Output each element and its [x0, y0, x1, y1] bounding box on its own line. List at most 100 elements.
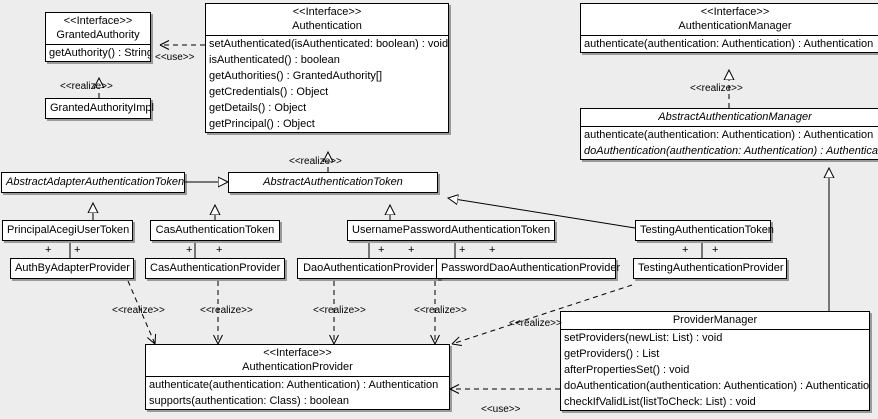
- association-marker-plus: +: [712, 244, 719, 256]
- class-name: PasswordDaoAuthenticationProvider: [441, 262, 621, 274]
- operations-compartment: setProviders(newList: List) : void getPr…: [561, 329, 869, 410]
- association-marker-plus: +: [682, 244, 689, 256]
- class-node-password-dao-authentication-provider[interactable]: PasswordDaoAuthenticationProvider: [436, 258, 621, 279]
- class-header: CasAuthenticationProvider: [146, 259, 284, 278]
- class-node-abstract-adapter-authentication-token[interactable]: AbstractAdapterAuthenticationToken: [1, 172, 185, 193]
- operation-row: authenticate(authentication: Authenticat…: [584, 129, 874, 141]
- edge-label-realize-cas: <<realize>>: [200, 305, 253, 316]
- class-header: GrantedAuthorityImpl: [46, 99, 154, 118]
- class-header: PrincipalAcegiUserToken: [3, 221, 132, 240]
- class-node-provider-manager[interactable]: ProviderManager setProviders(newList: Li…: [560, 311, 870, 411]
- class-name: AbstractAuthenticationManager: [658, 111, 812, 123]
- association-marker-plus: +: [408, 244, 415, 256]
- edge-label-realize-testing: <<realize>>: [509, 318, 562, 329]
- class-header: <<Interface>> GrantedAuthority: [46, 13, 150, 44]
- class-node-testing-authentication-provider[interactable]: TestingAuthenticationProvider: [633, 258, 787, 279]
- class-node-abstract-authentication-token[interactable]: AbstractAuthenticationToken: [228, 172, 438, 193]
- operations-compartment: authenticate(authentication: Authenticat…: [581, 126, 878, 159]
- class-header: <<Interface>> Authentication: [206, 4, 448, 35]
- stereotype-label: <<Interface>>: [63, 15, 133, 27]
- edge-label-realize-authentication: <<realize>>: [289, 156, 342, 167]
- class-node-username-password-authentication-token[interactable]: UsernamePasswordAuthenticationToken: [347, 220, 555, 241]
- association-marker-plus: +: [186, 244, 193, 256]
- operations-compartment: setAuthenticated(isAuthenticated: boolea…: [206, 35, 448, 132]
- operation-row: doAuthentication(authentication: Authent…: [564, 380, 869, 392]
- operation-row: doAuthentication(authentication: Authent…: [584, 145, 878, 157]
- operation-row: setProviders(newList: List) : void: [564, 332, 723, 344]
- operations-compartment: getAuthority() : String: [46, 44, 150, 61]
- class-node-auth-by-adapter-provider[interactable]: AuthByAdapterProvider: [10, 258, 134, 279]
- class-header: CasAuthenticationToken: [151, 221, 279, 240]
- class-header: DaoAuthenticationProvider: [298, 259, 439, 278]
- class-name: Authentication: [292, 20, 362, 32]
- stereotype-label: <<Interface>>: [700, 6, 770, 18]
- operation-row: getDetails() : Object: [209, 102, 307, 114]
- class-name: AuthenticationProvider: [242, 361, 353, 373]
- class-node-abstract-authentication-manager[interactable]: AbstractAuthenticationManager authentica…: [580, 108, 878, 160]
- class-header: PasswordDaoAuthenticationProvider: [437, 259, 621, 278]
- class-header: <<Interface>> AuthenticationManager: [581, 4, 878, 35]
- edge-label-realize-auth-by-adapter: <<realize>>: [112, 305, 165, 316]
- class-node-authentication-provider[interactable]: <<Interface>> AuthenticationProvider aut…: [145, 344, 450, 410]
- class-name: AuthByAdapterProvider: [15, 262, 130, 274]
- association-marker-plus: +: [216, 244, 223, 256]
- class-name: TestingAuthenticationProvider: [638, 262, 784, 274]
- class-node-testing-authentication-token[interactable]: TestingAuthenticationToken: [635, 220, 774, 241]
- class-node-granted-authority-impl[interactable]: GrantedAuthorityImpl: [45, 98, 154, 119]
- class-name: CasAuthenticationToken: [155, 224, 275, 236]
- operation-row: checkIfValidList(listToCheck: List) : vo…: [564, 396, 756, 408]
- class-header: TestingAuthenticationProvider: [634, 259, 786, 278]
- class-name: AbstractAdapterAuthenticationToken: [6, 176, 185, 188]
- class-name: AbstractAuthenticationToken: [263, 176, 403, 188]
- edge-label-realize-granted-authority: <<realize>>: [60, 81, 113, 92]
- class-name: ProviderManager: [672, 314, 758, 326]
- class-name: PrincipalAcegiUserToken: [7, 224, 130, 236]
- operations-compartment: authenticate(authentication: Authenticat…: [146, 376, 449, 409]
- class-node-dao-authentication-provider[interactable]: DaoAuthenticationProvider: [297, 258, 440, 279]
- class-node-cas-authentication-provider[interactable]: CasAuthenticationProvider: [145, 258, 285, 279]
- class-node-cas-authentication-token[interactable]: CasAuthenticationToken: [150, 220, 280, 241]
- edge-label-realize-dao: <<realize>>: [313, 305, 366, 316]
- class-node-principal-acegi-user-token[interactable]: PrincipalAcegiUserToken: [2, 220, 133, 241]
- class-name: GrantedAuthorityImpl: [50, 102, 154, 114]
- class-node-granted-authority[interactable]: <<Interface>> GrantedAuthority getAuthor…: [45, 12, 151, 62]
- class-name: CasAuthenticationProvider: [150, 262, 281, 274]
- edge-label-use-granted-authority: <<use>>: [155, 52, 195, 63]
- operation-row: supports(authentication: Class) : boolea…: [149, 395, 349, 407]
- operations-compartment: authenticate(authentication: Authenticat…: [581, 35, 878, 52]
- class-name: AuthenticationManager: [678, 20, 792, 32]
- class-name: TestingAuthenticationToken: [640, 224, 774, 236]
- operation-row: authenticate(authentication: Authenticat…: [149, 379, 439, 391]
- operation-row: authenticate(authentication: Authenticat…: [584, 38, 874, 50]
- class-node-authentication[interactable]: <<Interface>> Authentication setAuthenti…: [205, 3, 449, 133]
- association-marker-plus: +: [489, 244, 496, 256]
- class-header: TestingAuthenticationToken: [636, 221, 774, 240]
- operation-row: getAuthorities() : GrantedAuthority[]: [209, 70, 383, 82]
- class-header: <<Interface>> AuthenticationProvider: [146, 345, 449, 376]
- operation-row: getProviders() : List: [564, 348, 660, 360]
- edge-label-realize-authentication-manager: <<realize>>: [690, 83, 743, 94]
- operation-row: afterPropertiesSet() : void: [564, 364, 690, 376]
- class-node-authentication-manager[interactable]: <<Interface>> AuthenticationManager auth…: [580, 3, 878, 53]
- class-name: UsernamePasswordAuthenticationToken: [352, 224, 551, 236]
- association-marker-plus: +: [45, 244, 52, 256]
- stereotype-label: <<Interface>>: [263, 347, 332, 359]
- operation-row: getAuthority() : String: [49, 47, 150, 59]
- class-name: GrantedAuthority: [56, 29, 140, 41]
- association-marker-plus: +: [378, 244, 385, 256]
- association-marker-plus: +: [74, 244, 81, 256]
- class-header: UsernamePasswordAuthenticationToken: [348, 221, 554, 240]
- edge-label-realize-password-dao: <<realize>>: [414, 305, 467, 316]
- class-header: AuthByAdapterProvider: [11, 259, 133, 278]
- class-header: AbstractAuthenticationToken: [229, 173, 437, 192]
- class-header: ProviderManager: [561, 312, 869, 329]
- operation-row: setAuthenticated(isAuthenticated: boolea…: [209, 38, 448, 50]
- edge-label-use-provider-manager: <<use>>: [481, 404, 521, 415]
- stereotype-label: <<Interface>>: [292, 6, 362, 18]
- operation-row: getPrincipal() : Object: [209, 118, 315, 130]
- association-marker-plus: +: [459, 244, 466, 256]
- class-name: DaoAuthenticationProvider: [303, 262, 434, 274]
- class-header: AbstractAdapterAuthenticationToken: [2, 173, 184, 192]
- operation-row: isAuthenticated() : boolean: [209, 54, 340, 66]
